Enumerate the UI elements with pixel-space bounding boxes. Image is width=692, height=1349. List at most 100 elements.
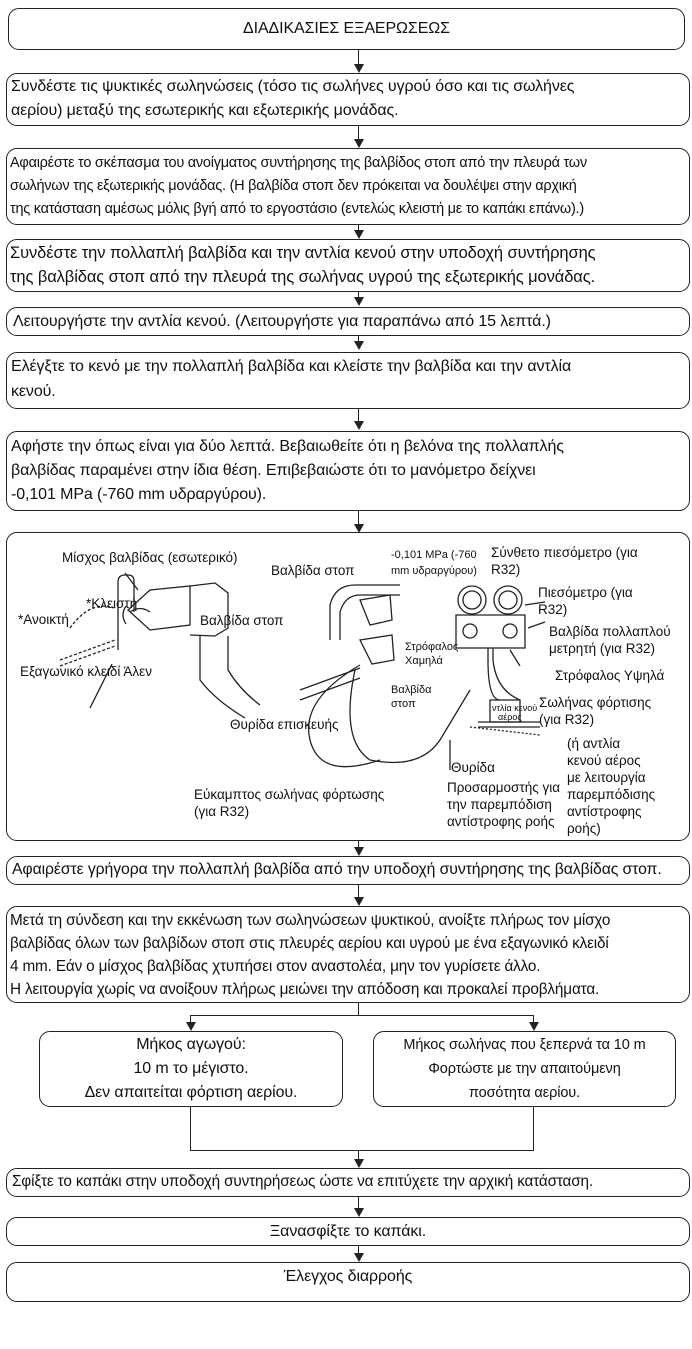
flow-arrow [358, 50, 359, 68]
label-pump-note-2: κενού αέρος [567, 753, 641, 768]
label-adapter-3: αντίστροφης ροής [447, 814, 555, 829]
step-2-box [6, 148, 690, 225]
label-valve-stem: Μίσχος βαλβίδας (εσωτερικό) [62, 550, 238, 565]
branch-right-box [373, 1031, 676, 1107]
step-8-line-2: βαλβίδας όλων των βαλβίδων στοπ στις πλε… [10, 935, 609, 952]
step-1-line-2: αερίου) μεταξύ της εσωτερικής και εξωτερ… [11, 102, 399, 119]
flow-arrow [358, 1197, 359, 1212]
page-title: ΔΙΑΔΙΚΑΣΙΕΣ ΕΞΑΕΡΩΣΕΩΣ [243, 20, 450, 37]
step-4-box [6, 307, 690, 336]
label-low-handle-1: Στρόφαλος [405, 641, 459, 653]
step-5-line-1: Ελέγξτε το κενό με την πολλαπλή βαλβίδα … [11, 358, 572, 375]
step-4-line-1: Λειτουργήστε την αντλία κενού. (Λειτουργ… [13, 313, 551, 330]
merge-line [190, 1150, 534, 1151]
step-1-line-1: Συνδέστε τις ψυκτικές σωληνώσεις (τόσο τ… [11, 78, 575, 95]
label-high-handle: Στρόφαλος Υψηλά [555, 668, 665, 683]
flow-arrow [358, 126, 359, 143]
flow-arrowhead [353, 1208, 364, 1217]
flow-arrowhead [353, 897, 364, 906]
label-pump-1: ντλία κενού [492, 703, 538, 713]
step-3-line-2: της βαλβίδας στοπ από την πλευρά της σωλ… [10, 268, 596, 286]
step-6-line-1: Αφήστε την όπως είναι για δύο λεπτά. Βεβ… [11, 438, 564, 455]
branch-line [190, 1015, 534, 1016]
flow-arrow [358, 225, 359, 234]
label-stop-valve-small-2: στοπ [391, 698, 416, 710]
flow-arrowhead [353, 847, 364, 856]
step-10-line-1: Ξανασφίξτε το καπάκι. [269, 1223, 427, 1240]
label-pump-note-4: παρεμπόδισης [567, 787, 656, 802]
label-pump-note-5: αντίστροφης [567, 804, 642, 819]
flow-arrowhead [185, 1022, 196, 1031]
step-10-box [6, 1217, 690, 1246]
label-pump-note-6: ροής) [567, 821, 601, 836]
step-7-box [6, 856, 690, 885]
merge-line [190, 1107, 191, 1150]
label-compound-gauge-2: R32) [491, 562, 521, 577]
step-9-line-1: Σφίξτε το καπάκι στην υποδοχή συντηρήσεω… [12, 1173, 593, 1190]
step-1-box [6, 73, 690, 126]
branch-left-box [39, 1031, 343, 1107]
label-stop-valve-1: Βαλβίδα στοπ [271, 563, 355, 578]
flow-arrow [358, 409, 359, 425]
label-manifold-2: μετρητή (για R32) [549, 641, 655, 656]
step-6-line-3: -0,101 MPa (-760 mm υδραργύρου). [11, 486, 267, 503]
flow-arrow [190, 1015, 191, 1025]
label-low-handle-2: Χαμηλά [405, 655, 443, 667]
step-2-line-2: σωλήνων της εξωτερικής μονάδας. (Η βαλβί… [10, 178, 577, 194]
flow-arrow [358, 1246, 359, 1257]
label-pressure-reading-1: -0,101 MPa (-760 [391, 549, 477, 561]
label-open: *Ανοικτή [18, 612, 69, 627]
label-charge-hose-1: Σωλήνας φόρτισης [539, 695, 652, 710]
flow-arrowhead [353, 139, 364, 148]
label-stop-valve-small-1: Βαλβίδα [391, 684, 432, 696]
step-2-line-3: της κατάσταση αμέσως μόλις βγή από το ερ… [10, 201, 584, 217]
label-stop-valve-2: Βαλβίδα στοπ [200, 613, 284, 628]
step-11-box [6, 1262, 690, 1302]
label-flex-hose-1: Εύκαμπτος σωλήνας φόρτωσης [194, 787, 385, 802]
flow-arrowhead [353, 1159, 364, 1168]
branch-right-line-3: ποσότητα αερίου. [468, 1085, 581, 1101]
flow-arrow [358, 1003, 359, 1015]
label-closed: *Κλειστή [86, 596, 138, 611]
label-port: Θυρίδα [451, 760, 495, 775]
flow-arrowhead [353, 230, 364, 239]
flow-arrowhead [353, 1253, 364, 1262]
title-box [8, 8, 685, 50]
step-3-line-1: Συνδέστε την πολλαπλή βαλβίδα και την αν… [10, 244, 596, 262]
label-compound-gauge-1: Σύνθετο πιεσόμετρο (για [491, 545, 638, 560]
step-7-line-1: Αφαιρέστε γρήγορα την πολλαπλή βαλβίδα α… [12, 861, 662, 878]
flow-arrowhead [353, 341, 364, 350]
flow-arrowhead [353, 524, 364, 533]
step-8-box [6, 906, 690, 1003]
step-3-box [6, 239, 690, 292]
flow-arrow [358, 885, 359, 901]
flow-arrow [358, 1150, 359, 1163]
branch-right-line-1: Μήκος σωλήνας που ξεπερνά τα 10 m [403, 1037, 646, 1053]
step-6-line-2: βαλβίδας παραμένει στην ίδια θέση. Επιβε… [11, 462, 536, 479]
branch-left-line-3: Δεν απαιτείται φόρτιση αερίου. [84, 1084, 298, 1101]
step-5-line-2: κενού. [11, 383, 56, 400]
flow-arrowhead [528, 1022, 539, 1031]
step-8-line-4: Η λειτουργία χωρίς να ανοίξουν πλήρως με… [10, 981, 600, 998]
step-11-line-1: Έλεγχος διαρροής [283, 1268, 413, 1285]
step-9-box [6, 1168, 690, 1197]
flow-arrow [533, 1015, 534, 1025]
label-gauge-1: Πιεσόμετρο (για [538, 585, 633, 600]
label-gauge-2: R32) [538, 602, 568, 617]
flow-arrowhead [353, 421, 364, 430]
step-6-box [6, 431, 690, 511]
flow-arrow [358, 511, 359, 528]
label-pressure-reading-2: mm υδραργύρου) [391, 565, 477, 577]
branch-left-line-1: Μήκος αγωγού: [136, 1036, 246, 1053]
label-adapter-1: Προσαρμοστής για [447, 780, 561, 795]
label-hex-key: Εξαγωνικό κλειδί Άλεν [20, 664, 152, 679]
step-2-line-1: Αφαιρέστε το σκέπασμα του ανοίγματος συν… [10, 155, 587, 171]
label-adapter-2: την παρεμπόδιση [447, 797, 552, 812]
step-5-box [6, 352, 690, 409]
label-service-port: Θυρίδα επισκευής [230, 717, 339, 732]
flow-arrowhead [353, 297, 364, 306]
merge-line [533, 1107, 534, 1150]
branch-right-line-2: Φορτώστε με την απαιτούμενη [428, 1061, 621, 1077]
flow-arrowhead [353, 64, 364, 73]
